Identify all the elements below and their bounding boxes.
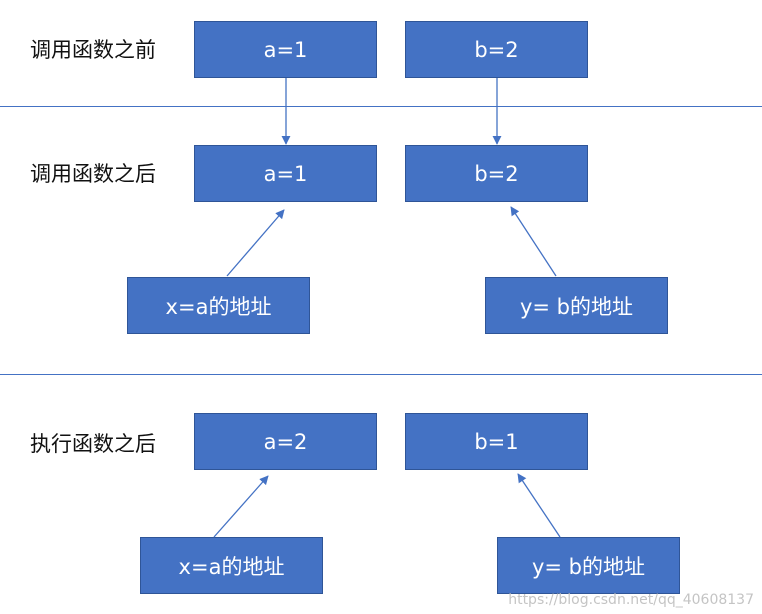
pointer-y-box-after-exec: y= b的地址 [497, 537, 680, 594]
var-b-box-after-call: b=2 [405, 145, 588, 202]
pointer-x-box-after-call: x=a的地址 [127, 277, 310, 334]
arrow-pointer-y-to-b-exec [517, 473, 561, 538]
divider-1 [0, 106, 762, 107]
arrow-pointer-y-to-b [510, 206, 557, 277]
section-title-after-call: 调用函数之后 [30, 162, 156, 186]
section-title-before: 调用函数之前 [30, 38, 156, 62]
var-a-box-before: a=1 [194, 21, 377, 78]
var-b-box-before: b=2 [405, 21, 588, 78]
var-a-box-after-call: a=1 [194, 145, 377, 202]
pointer-y-box-after-call: y= b的地址 [485, 277, 668, 334]
watermark: https://blog.csdn.net/qq_40608137 [508, 592, 754, 608]
section-title-after-exec: 执行函数之后 [30, 432, 156, 456]
var-b-box-after-exec: b=1 [405, 413, 588, 470]
arrow-pointer-x-to-a [226, 209, 285, 277]
var-a-box-after-exec: a=2 [194, 413, 377, 470]
pointer-x-box-after-exec: x=a的地址 [140, 537, 323, 594]
divider-2 [0, 374, 762, 375]
arrow-pointer-x-to-a-exec [213, 475, 269, 538]
